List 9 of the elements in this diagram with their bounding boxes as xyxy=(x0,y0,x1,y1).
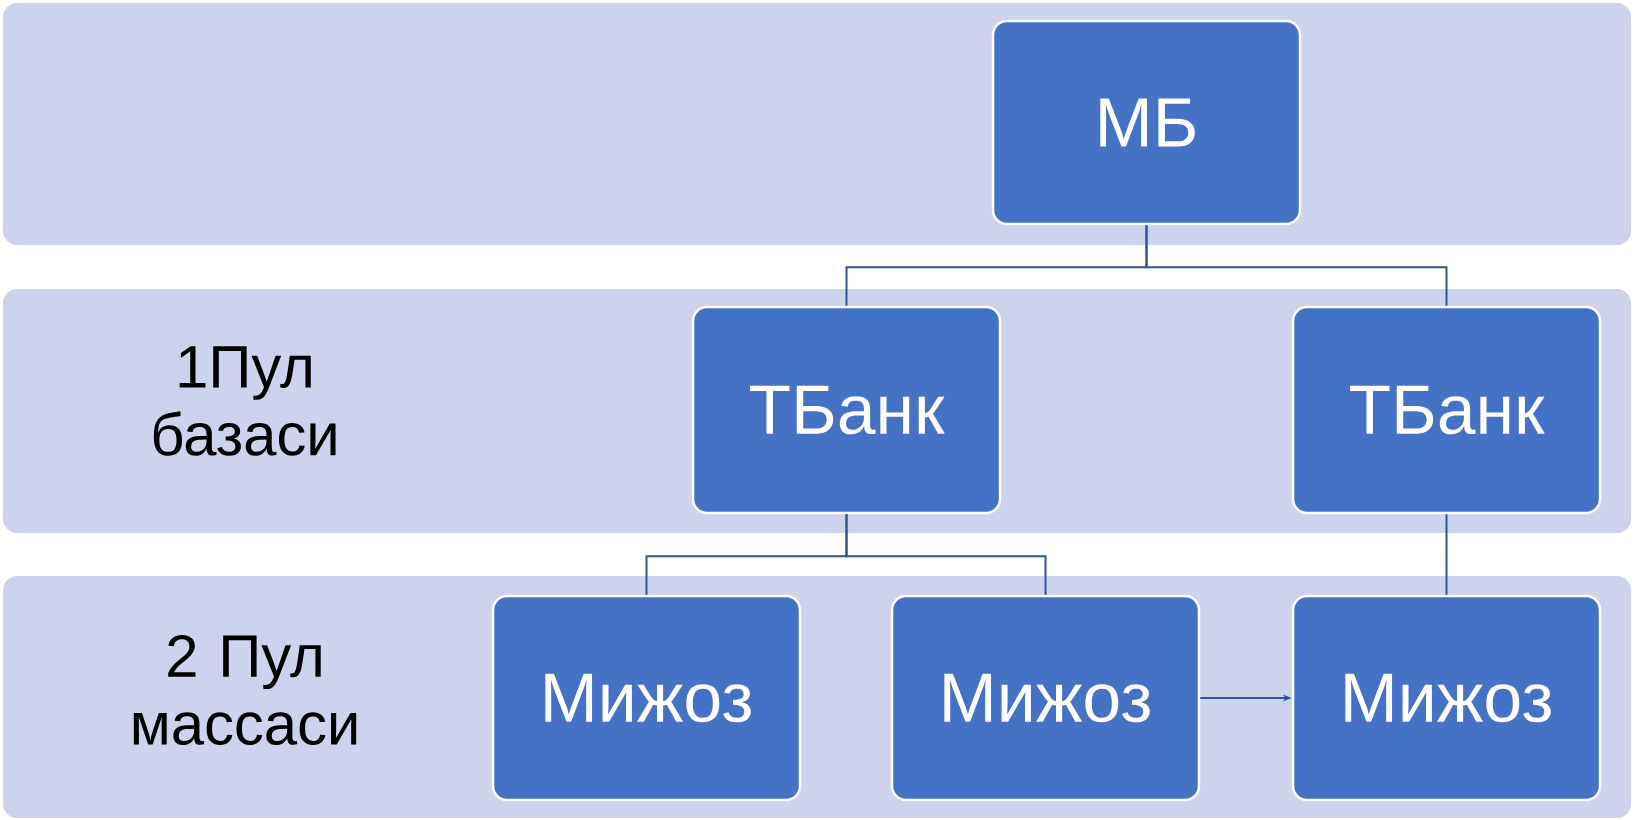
connector xyxy=(1445,513,1448,596)
box: МБ xyxy=(991,19,1302,226)
box: ТБанк xyxy=(691,305,1002,515)
box: ТБанк xyxy=(1291,305,1602,515)
box: Мижоз xyxy=(491,594,802,802)
connector xyxy=(1145,224,1448,307)
box: Мижоз xyxy=(890,594,1201,802)
connector xyxy=(845,513,1047,596)
box: Мижоз xyxy=(1291,594,1602,802)
